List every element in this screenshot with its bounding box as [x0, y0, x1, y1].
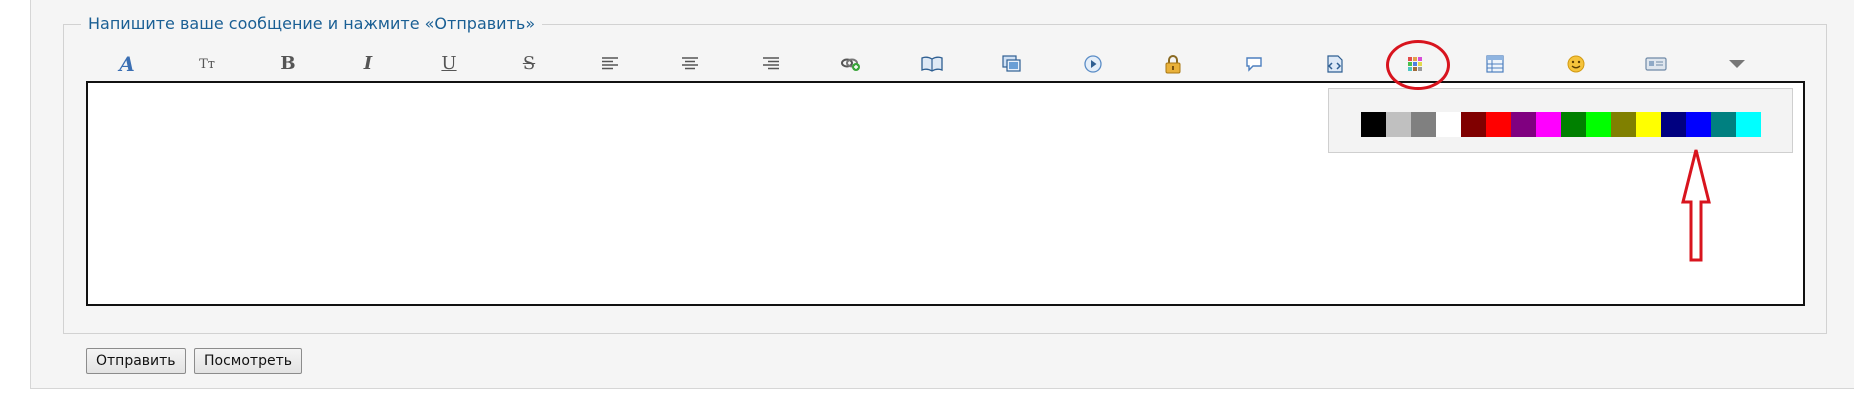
- contact-card-button[interactable]: [1641, 49, 1671, 79]
- color-swatch[interactable]: [1561, 112, 1586, 137]
- strikethrough-icon: S: [522, 53, 536, 74]
- smiley-icon: [1567, 55, 1585, 73]
- font-size-icon: Tт: [199, 56, 215, 72]
- italic-button[interactable]: I: [353, 49, 383, 79]
- insert-table-button[interactable]: [1480, 49, 1510, 79]
- media-play-button[interactable]: [1078, 49, 1108, 79]
- underline-icon: U: [441, 53, 457, 74]
- message-fieldset: [63, 24, 1827, 334]
- table-icon: [1486, 55, 1504, 73]
- hide-content-button[interactable]: [1158, 49, 1188, 79]
- align-right-icon: [763, 57, 779, 70]
- message-legend: Напишите ваше сообщение и нажмите «Отпра…: [81, 13, 543, 35]
- lock-icon: [1165, 55, 1181, 74]
- book-icon: [921, 56, 943, 72]
- bold-icon: B: [280, 53, 296, 74]
- align-center-icon: [682, 57, 698, 70]
- font-icon: A: [119, 52, 135, 76]
- insert-link-icon: [841, 58, 860, 71]
- underline-button[interactable]: U: [434, 49, 464, 79]
- book-button[interactable]: [917, 49, 947, 79]
- more-dropdown-icon: [1729, 60, 1745, 68]
- quote-button[interactable]: [1239, 49, 1269, 79]
- annotation-circle: [1386, 40, 1450, 90]
- font-size-button[interactable]: Tт: [192, 49, 222, 79]
- font-button[interactable]: A: [112, 49, 142, 79]
- italic-icon: I: [363, 53, 373, 74]
- preview-button[interactable]: Посмотреть: [194, 348, 302, 374]
- color-swatch[interactable]: [1436, 112, 1461, 137]
- color-swatch[interactable]: [1711, 112, 1736, 137]
- submit-button[interactable]: Отправить: [86, 348, 186, 374]
- color-swatch[interactable]: [1636, 112, 1661, 137]
- insert-link-button[interactable]: [836, 49, 866, 79]
- insert-image-button[interactable]: [997, 49, 1027, 79]
- color-swatch[interactable]: [1736, 112, 1761, 137]
- color-swatch[interactable]: [1661, 112, 1686, 137]
- color-swatch[interactable]: [1461, 112, 1486, 137]
- color-swatch[interactable]: [1611, 112, 1636, 137]
- color-swatch[interactable]: [1486, 112, 1511, 137]
- color-swatch[interactable]: [1411, 112, 1436, 137]
- more-button[interactable]: [1722, 49, 1752, 79]
- strikethrough-button[interactable]: S: [514, 49, 544, 79]
- media-play-icon: [1084, 55, 1102, 73]
- insert-code-button[interactable]: [1319, 49, 1349, 79]
- align-center-button[interactable]: [675, 49, 705, 79]
- bold-button[interactable]: B: [273, 49, 303, 79]
- annotation-arrow-icon: [1681, 149, 1711, 262]
- color-swatch[interactable]: [1536, 112, 1561, 137]
- align-left-button[interactable]: [595, 49, 625, 79]
- color-swatch[interactable]: [1586, 112, 1611, 137]
- address-card-icon: [1645, 57, 1667, 71]
- color-swatch[interactable]: [1511, 112, 1536, 137]
- color-swatch[interactable]: [1386, 112, 1411, 137]
- insert-image-icon: [1002, 55, 1021, 72]
- align-left-icon: [602, 57, 618, 70]
- color-swatch[interactable]: [1361, 112, 1386, 137]
- speech-bubble-icon: [1246, 57, 1262, 72]
- color-picker-popup: [1328, 88, 1793, 153]
- color-swatches: [1361, 112, 1761, 137]
- color-swatch[interactable]: [1686, 112, 1711, 137]
- smilies-button[interactable]: [1561, 49, 1591, 79]
- insert-code-icon: [1327, 55, 1343, 73]
- align-right-button[interactable]: [756, 49, 786, 79]
